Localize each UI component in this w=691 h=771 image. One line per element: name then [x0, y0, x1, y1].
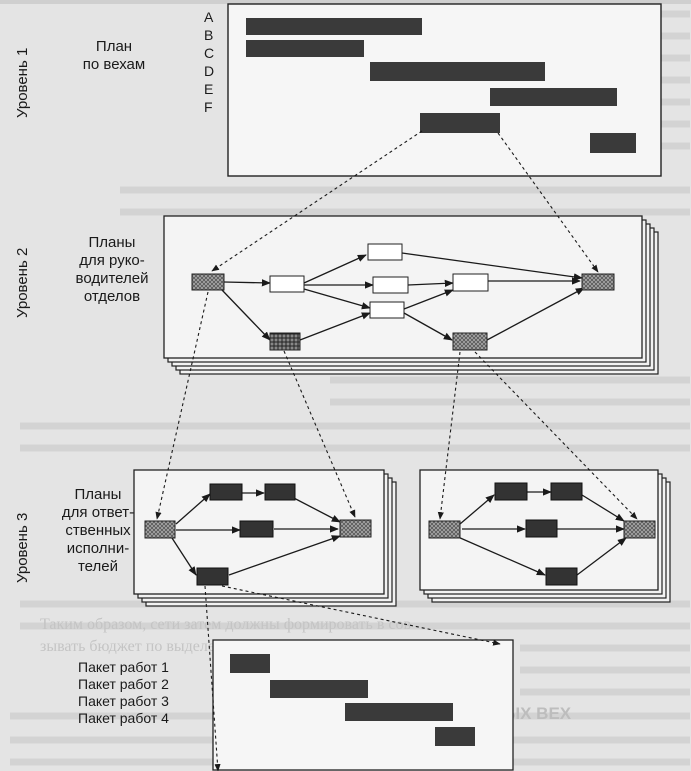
- level1-milestone-chart: [227, 3, 662, 177]
- milestone-row-labels: A B C D E F: [204, 8, 214, 116]
- row-label-a: A: [204, 9, 214, 25]
- level3-right-plans: [419, 469, 671, 603]
- level-connectors: [155, 130, 638, 771]
- level1-title: План по вехам: [66, 38, 162, 74]
- level3-title: Планы для ответ- ственных исполни- телей: [50, 486, 146, 576]
- row-label-d: D: [204, 63, 215, 79]
- work-package-bar-4: [435, 727, 475, 746]
- work-node: [264, 483, 296, 501]
- level3-title-line: телей: [77, 558, 119, 575]
- end-milestone-node: [339, 519, 372, 538]
- level2-title-line: отделов: [83, 288, 141, 305]
- start-milestone-node: [144, 520, 176, 539]
- milestone-node: [452, 332, 488, 351]
- row-label-c: C: [204, 45, 215, 61]
- level2-title-line: водителей: [75, 270, 149, 287]
- work-package-labels: Пакет работ 1 Пакет работ 2 Пакет работ …: [78, 659, 169, 727]
- end-milestone-node: [581, 273, 615, 291]
- task-node: [269, 275, 305, 293]
- level3-title-line: исполни-: [66, 540, 130, 557]
- level2-title-line: для руко-: [79, 252, 145, 269]
- work-package-label-2: Пакет работ 2: [78, 676, 169, 692]
- gantt-bar-c: [370, 62, 545, 81]
- work-node: [196, 567, 229, 586]
- end-milestone-node: [623, 520, 656, 539]
- level3-label: Уровень 3: [14, 512, 31, 583]
- work-package-label-4: Пакет работ 4: [78, 710, 169, 726]
- work-package-bar-2: [270, 680, 368, 698]
- row-label-f: F: [204, 99, 213, 115]
- work-node: [494, 482, 528, 501]
- work-node: [550, 482, 583, 501]
- row-label-b: B: [204, 27, 214, 43]
- level2-department-plans: [163, 215, 659, 375]
- work-package-label-3: Пакет работ 3: [78, 693, 169, 709]
- start-milestone-node: [191, 273, 225, 291]
- level2-title: Планы для руко- водителей отделов: [62, 234, 162, 306]
- level1-title-line: План: [95, 38, 133, 55]
- level1-title-line: по вехам: [82, 56, 146, 73]
- task-node: [367, 243, 403, 261]
- gantt-bar-f: [590, 133, 636, 153]
- row-label-e: E: [204, 81, 214, 97]
- gantt-bar-d: [490, 88, 617, 106]
- level2-label: Уровень 2: [14, 247, 31, 318]
- work-package-bar-3: [345, 703, 453, 721]
- level3-left-plans: [133, 469, 397, 607]
- work-node: [545, 567, 578, 586]
- gantt-bar-a: [246, 18, 422, 35]
- start-milestone-node: [428, 520, 461, 539]
- gantt-bar-b: [246, 40, 364, 57]
- task-node: [452, 273, 489, 292]
- gantt-bar-e: [420, 113, 500, 133]
- work-node: [239, 520, 274, 538]
- level3-title-line: Планы: [74, 486, 122, 503]
- work-node: [525, 519, 558, 538]
- level1-label: Уровень 1: [14, 47, 31, 118]
- task-node: [372, 276, 409, 294]
- level3-title-line: для ответ-: [61, 504, 135, 521]
- work-node: [209, 483, 243, 501]
- work-package-bar-1: [230, 654, 270, 673]
- level3-title-line: ственных: [65, 522, 131, 539]
- highlighted-task-node: [269, 332, 301, 351]
- task-node: [369, 301, 405, 319]
- work-package-chart: [212, 639, 514, 771]
- work-package-label-1: Пакет работ 1: [78, 659, 169, 675]
- level2-title-line: Планы: [88, 234, 136, 251]
